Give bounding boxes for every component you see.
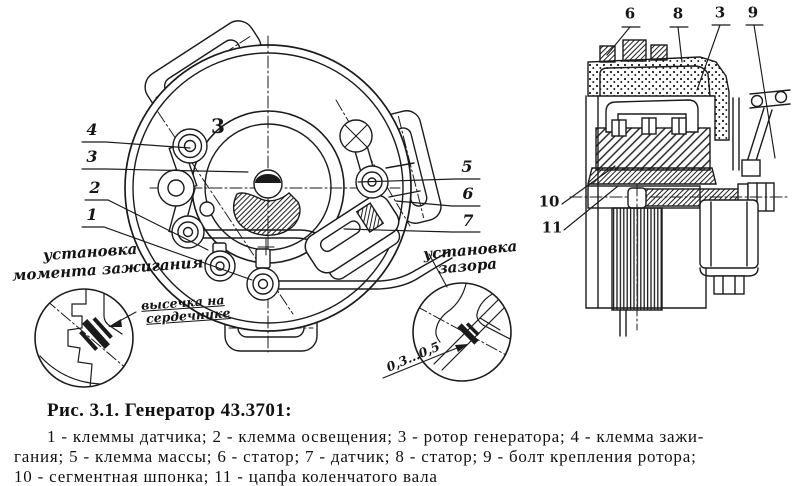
- callout-light-terminal: 2: [89, 178, 101, 197]
- legend-line-1: 1 - клеммы датчика; 2 - клемма освещения…: [47, 427, 705, 446]
- callout-stator-section: 6: [624, 4, 636, 23]
- figure-caption-title: Рис. 3.1. Генератор 43.3701:: [47, 400, 292, 421]
- callout-segment-key: 10: [538, 192, 560, 211]
- rotor-label: 3: [211, 114, 225, 138]
- section-view-drawing: [561, 24, 791, 337]
- front-view-drawing: [81, 20, 481, 353]
- callout-stator-front: 6: [462, 184, 474, 203]
- callout-ignition-terminal: 4: [86, 120, 98, 139]
- callout-sensor-terminals: 1: [86, 205, 98, 224]
- legend-line-3: 10 - сегментная шпонка; 11 - цапфа колен…: [14, 467, 438, 486]
- callout-rotor-bolt: 9: [747, 3, 759, 22]
- callout-crank-journal: 11: [541, 218, 563, 237]
- callout-ground-terminal: 5: [461, 157, 473, 176]
- sensor-block: [304, 194, 401, 280]
- figure-caption: Рис. 3.1. Генератор 43.3701: 1 - клеммы …: [0, 400, 800, 486]
- timing-detail-inset: [34, 288, 137, 388]
- legend-line-2: гания; 5 - клемма массы; 6 - статор; 7 -…: [14, 447, 697, 466]
- callout-stator-8: 8: [672, 4, 684, 23]
- callout-sensor: 7: [462, 211, 474, 230]
- callout-rotor-section: 3: [714, 3, 726, 22]
- callout-rotor-leader: 3: [86, 147, 98, 166]
